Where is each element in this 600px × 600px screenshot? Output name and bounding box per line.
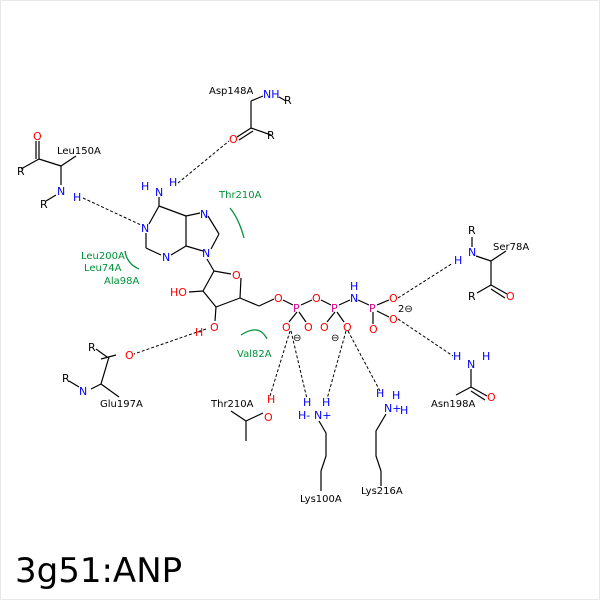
atom-p: P <box>293 302 300 315</box>
atom-h: H <box>141 180 149 193</box>
atom-p: P <box>331 302 338 315</box>
residue-label-lys100: Lys100A <box>300 494 342 505</box>
atom-h: H <box>453 350 461 363</box>
atom-o: O <box>274 292 283 305</box>
charge-minus: ⊖ <box>331 333 339 344</box>
atom-labels: NH R O R O R N H R H N H N N N N O HO O … <box>17 88 515 424</box>
atom-ho: HO <box>170 286 187 299</box>
charge-2minus: 2⊖ <box>398 304 413 315</box>
atom-o: O <box>312 292 321 305</box>
atom-r: R <box>267 129 275 142</box>
atom-n: N <box>468 246 476 259</box>
atom-n: N <box>350 292 358 305</box>
atom-o: O <box>506 290 515 303</box>
atom-o: O <box>369 323 378 336</box>
bonds <box>20 95 508 491</box>
atom-n: N <box>57 185 65 198</box>
atom-o: O <box>343 321 352 334</box>
residue-label-glu197: Glu197A <box>100 399 143 410</box>
atom-r: R <box>40 198 48 211</box>
atom-h: H <box>169 176 177 189</box>
atom-o: O <box>487 391 496 404</box>
atom-o: O <box>282 321 291 334</box>
residue-label-thr210: Thr210A <box>218 190 262 201</box>
atom-o: O <box>264 411 273 424</box>
atom-h: H <box>454 254 462 267</box>
hydrophobic-contacts <box>124 207 268 340</box>
atom-h: H <box>73 191 81 204</box>
atom-o: O <box>389 292 398 305</box>
atom-o: O <box>232 269 241 282</box>
atom-h: H <box>400 404 408 417</box>
residue-label-leu74: Leu74A <box>84 263 122 274</box>
atom-h: H <box>350 280 358 293</box>
atom-nh: NH <box>263 88 280 101</box>
atom-n: N <box>162 251 170 264</box>
residue-label-val82: Val82A <box>237 349 272 360</box>
residue-labels: Asp148A Leu150A Thr210A Leu200A Leu74A A… <box>57 86 529 505</box>
atom-h: H <box>322 396 330 409</box>
atom-h: H <box>303 396 311 409</box>
atom-n: N <box>141 222 149 235</box>
atom-r: R <box>17 165 25 178</box>
atom-o: O <box>125 349 134 362</box>
atom-nplus: N+ <box>314 409 331 422</box>
atom-o: O <box>229 133 238 146</box>
atom-o: O <box>304 321 313 334</box>
residue-label-ser78: Ser78A <box>493 242 529 253</box>
atom-h: H- <box>298 409 310 422</box>
atom-o: O <box>389 313 398 326</box>
diagram-title: 3g51:ANP <box>15 551 183 591</box>
atom-n: N <box>79 385 87 398</box>
atom-n: N <box>155 186 163 199</box>
atom-r: R <box>88 341 96 354</box>
atom-h: H <box>195 326 203 339</box>
atom-p: P <box>369 302 376 315</box>
atom-r: R <box>468 290 476 303</box>
residue-label-leu200: Leu200A <box>81 251 125 262</box>
atom-r: R <box>62 372 70 385</box>
atom-r: R <box>284 94 292 107</box>
residue-label-asn198: Asn198A <box>431 399 475 410</box>
residue-label-lys216: Lys216A <box>361 486 403 497</box>
atom-h: H <box>482 350 490 363</box>
hydrogen-bonds <box>82 140 454 400</box>
atom-o: O <box>320 321 329 334</box>
atom-h: H <box>267 393 275 406</box>
atom-o: O <box>33 130 42 143</box>
residue-label-leu150: Leu150A <box>57 146 101 157</box>
atom-n: N <box>467 358 475 371</box>
residue-label-thr210-bottom: Thr210A <box>210 399 254 410</box>
residue-label-asp148: Asp148A <box>209 86 253 97</box>
charge-minus: ⊖ <box>293 333 301 344</box>
atom-h: H <box>392 389 400 402</box>
atom-o: O <box>210 321 219 334</box>
atom-n: N <box>202 247 210 260</box>
atom-nplus: N+ <box>384 402 401 415</box>
atom-r: R <box>468 224 476 237</box>
atom-n: N <box>200 208 208 221</box>
residue-label-ala98: Ala98A <box>104 276 139 287</box>
atom-h: H <box>376 387 384 400</box>
